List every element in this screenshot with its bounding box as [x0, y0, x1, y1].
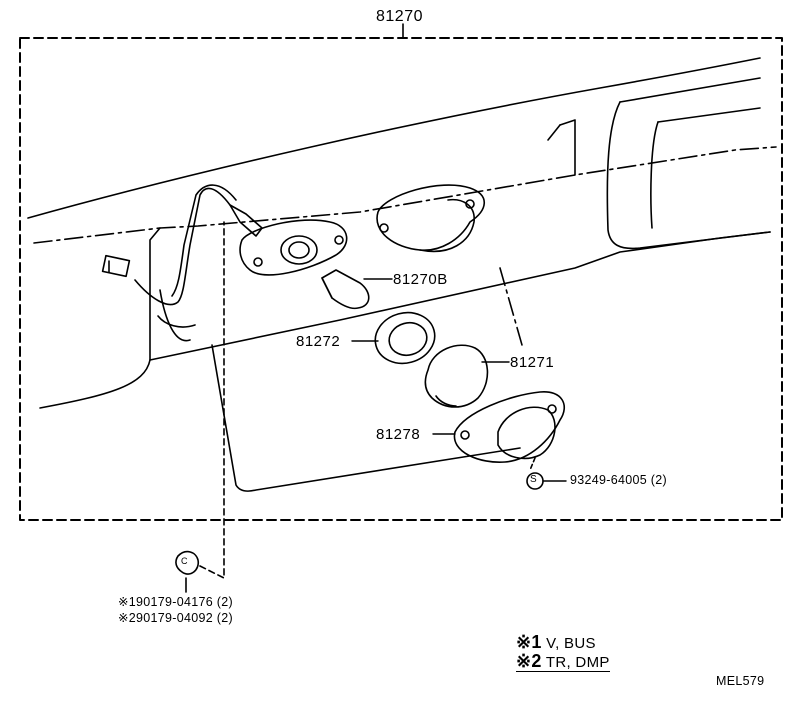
housing-label: 81278	[376, 426, 421, 443]
bumper-outline	[27, 57, 777, 492]
lens-label: 81271	[510, 354, 555, 371]
gasket-label: 81272	[296, 333, 341, 350]
clip-marker: C	[181, 556, 188, 566]
legend-item-2: ※2 TR, DMP	[516, 651, 610, 672]
figure-code: MEL579	[716, 674, 765, 688]
leader-lines	[351, 278, 567, 482]
assembly-label: 81270	[376, 8, 423, 25]
housing	[453, 391, 565, 463]
bulb-label: 81270B	[393, 271, 448, 288]
wire-harness	[101, 184, 237, 306]
lens	[424, 344, 489, 408]
clip-note-1: ※190179-04176 (2)	[118, 595, 233, 609]
gasket	[374, 311, 436, 365]
bulb	[321, 269, 370, 310]
clip-note-2: ※290179-04092 (2)	[118, 611, 233, 625]
legend-item-1: ※1 V, BUS	[516, 632, 596, 652]
screw-label: 93249-64005 (2)	[570, 473, 667, 487]
socket-assembly	[229, 204, 348, 276]
clip	[175, 221, 225, 593]
assembly-boundary	[19, 23, 783, 521]
screw-marker: S	[530, 474, 537, 485]
housing-mounted	[376, 184, 486, 253]
